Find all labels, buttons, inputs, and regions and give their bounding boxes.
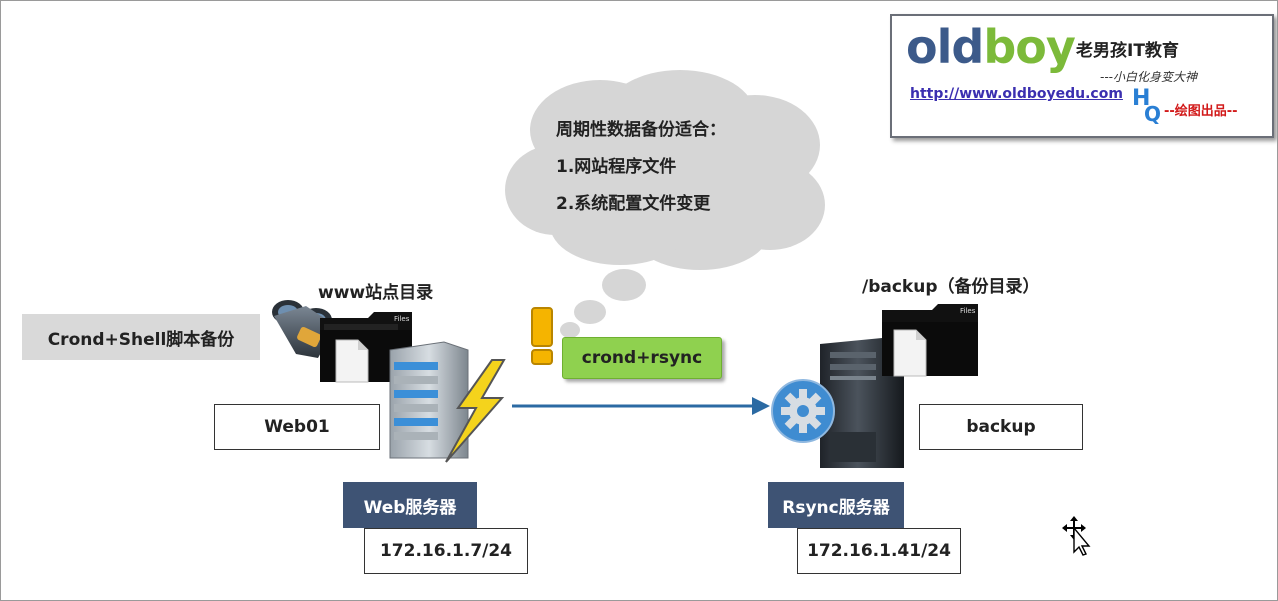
backup-folder-tab: Files bbox=[960, 307, 976, 315]
backup-dir-label: /backup（备份目录） bbox=[862, 277, 1040, 297]
logo-old: old bbox=[906, 20, 984, 74]
logo-slogan: ---小白化身变大神 bbox=[1100, 70, 1197, 84]
transfer-arrow bbox=[512, 397, 770, 415]
cloud-item-2: 2.系统配置文件变更 bbox=[556, 194, 711, 214]
hq-logo-q: Q bbox=[1144, 102, 1162, 126]
move-cursor-icon bbox=[1062, 516, 1091, 556]
hq-logo-h: H bbox=[1132, 86, 1151, 111]
lightning-bolt-icon bbox=[445, 359, 506, 463]
cloud-item-1: 1.网站程序文件 bbox=[556, 157, 677, 177]
crond-rsync-label: crond+rsync bbox=[562, 337, 722, 379]
cloud-text: 周期性数据备份适合： 1.网站程序文件 2.系统配置文件变更 bbox=[556, 112, 726, 223]
www-dir-label: www站点目录 bbox=[318, 283, 434, 303]
web01-host-box: Web01 bbox=[214, 404, 380, 450]
backup-host-box: backup bbox=[919, 404, 1083, 450]
logo-wordmark: oldboy bbox=[906, 20, 1076, 74]
www-folder-tab: Files bbox=[394, 315, 410, 323]
logo-url-link[interactable]: http://www.oldboyedu.com bbox=[910, 86, 1123, 102]
logo-name-cn: 老男孩IT教育 bbox=[1076, 41, 1179, 61]
backup-folder-icon: Files bbox=[882, 304, 978, 377]
rsync-server-label: Rsync服务器 bbox=[768, 482, 904, 528]
www-folder-icon: Files bbox=[320, 312, 412, 383]
thought-cloud bbox=[505, 70, 825, 338]
exclamation-icon bbox=[531, 307, 553, 365]
web01-server-icon bbox=[389, 341, 469, 459]
oldboy-logo-box: oldboy 老男孩IT教育 ---小白化身变大神 http://www.old… bbox=[890, 14, 1274, 138]
rsync-server-ip: 172.16.1.41/24 bbox=[797, 528, 961, 574]
gear-icon bbox=[771, 379, 835, 443]
logo-credit: --绘图出品-- bbox=[1164, 104, 1238, 119]
logo-boy: boy bbox=[983, 20, 1076, 74]
crond-shell-label: Crond+Shell脚本备份 bbox=[22, 314, 260, 360]
web-server-ip: 172.16.1.7/24 bbox=[364, 528, 528, 574]
cloud-heading: 周期性数据备份适合： bbox=[556, 120, 726, 140]
web-server-label: Web服务器 bbox=[343, 482, 477, 528]
